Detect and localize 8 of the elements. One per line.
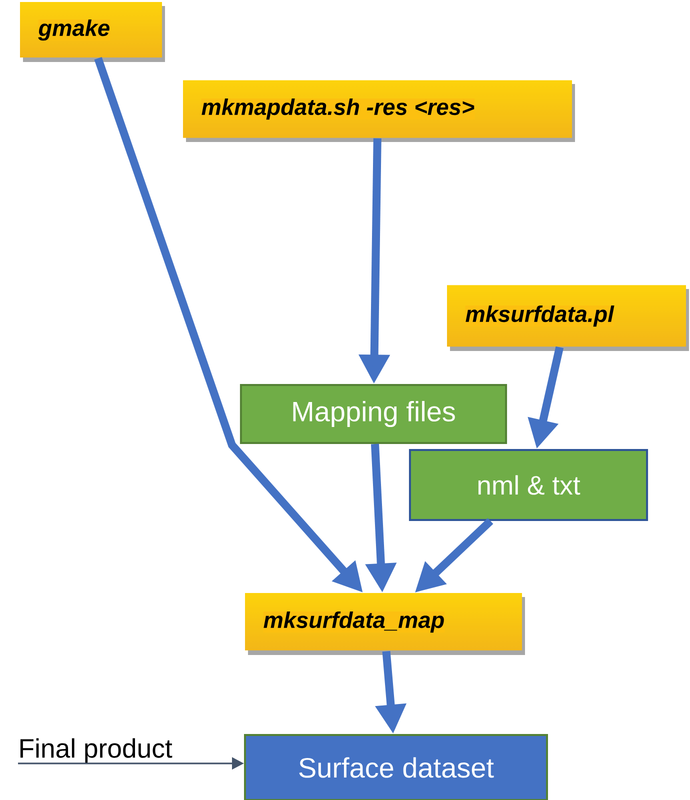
command-box: gmake [20,2,165,62]
file-box: nml & txt [408,449,648,521]
command-box: mksurfdata_map [245,593,525,655]
output-box: Surface dataset [244,734,548,800]
command-box: mksurfdata.pl [447,285,689,351]
file-box: Mapping files [240,384,508,444]
command-box: mkmapdata.sh -res <res> [183,80,575,142]
text-label: Final product [20,738,172,764]
